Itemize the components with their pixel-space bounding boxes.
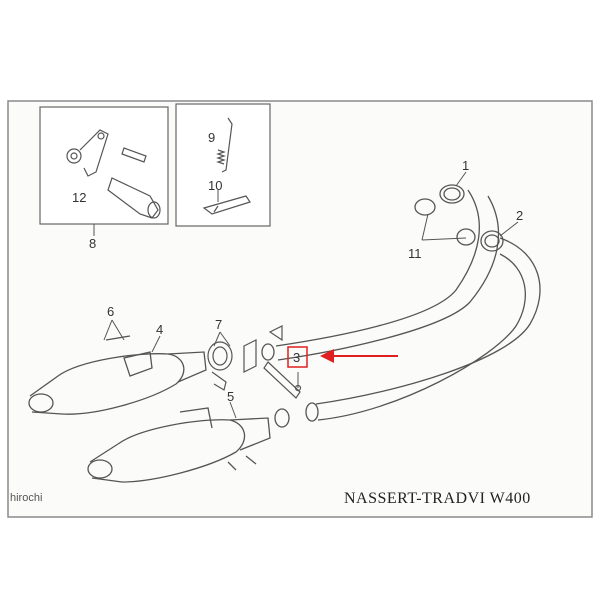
inset-box-9-10 [175, 103, 271, 227]
header-pipe-upper [261, 184, 500, 361]
diagram-title: NASSERT-TRADVI W400 [344, 490, 531, 507]
callout-12: 12 [72, 190, 86, 205]
callout-3-highlight-box [287, 346, 308, 368]
red-arrow-icon [320, 349, 398, 363]
spring-clip-drawing [202, 117, 251, 215]
callout-3: 3 [293, 350, 300, 365]
leader-lines [93, 171, 519, 419]
clamp-7-drawing [207, 339, 257, 391]
header-pipe-lower [305, 228, 541, 422]
callout-1: 1 [462, 158, 469, 173]
callout-5: 5 [227, 389, 234, 404]
bracket-assembly-drawing [66, 129, 161, 219]
callout-6: 6 [107, 304, 114, 319]
watermark-text: hirochi [10, 492, 42, 504]
callout-7: 7 [215, 317, 222, 332]
muffler-lower [87, 407, 290, 483]
callout-11: 11 [408, 246, 422, 261]
callout-4: 4 [156, 322, 163, 337]
inset-box-8 [39, 106, 169, 225]
callout-10: 10 [208, 178, 222, 193]
callout-8: 8 [89, 236, 96, 251]
callout-2: 2 [516, 208, 523, 223]
muffler-upper [28, 335, 207, 415]
callout-9: 9 [208, 130, 215, 145]
